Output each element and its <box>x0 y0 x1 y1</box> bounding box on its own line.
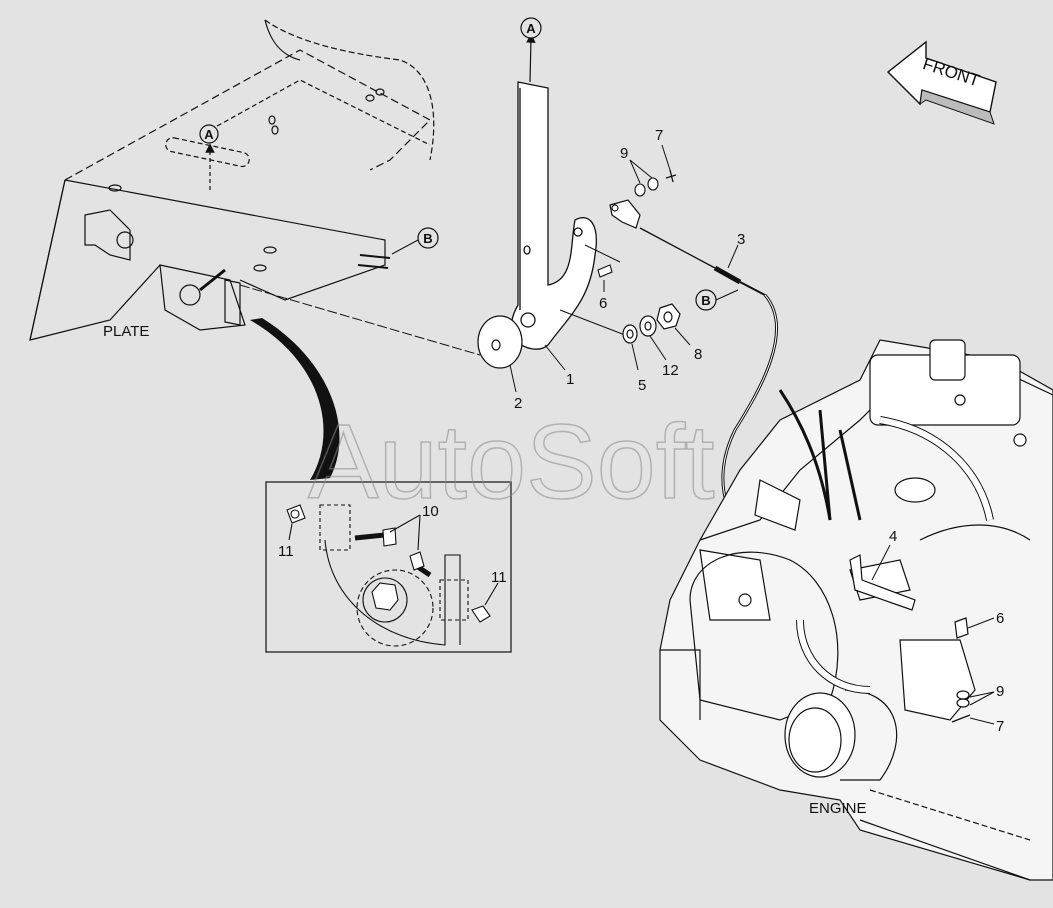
callout-10: 10 <box>422 503 439 520</box>
callout-8: 8 <box>694 346 702 363</box>
engine-linkage <box>849 554 971 723</box>
callout-12: 12 <box>662 362 679 379</box>
washers-9-top <box>634 177 659 197</box>
reference-b-cable: B <box>695 289 717 311</box>
callout-1: 1 <box>566 371 574 388</box>
clevis <box>609 199 641 229</box>
watermark: AutoSoft <box>308 403 715 521</box>
callout-11-right: 11 <box>491 569 507 586</box>
reference-b-plate: B <box>417 227 439 249</box>
pin-6 <box>597 264 613 278</box>
callout-2: 2 <box>514 395 522 412</box>
detail-contents <box>286 504 499 647</box>
engine-label: ENGINE <box>809 800 867 817</box>
callout-7-engine: 7 <box>996 718 1004 735</box>
engine <box>659 339 1053 881</box>
svg-text:B: B <box>701 293 710 308</box>
callout-6-top: 6 <box>599 295 607 312</box>
callout-3: 3 <box>737 231 745 248</box>
svg-text:A: A <box>526 21 536 36</box>
cotter-pin-7 <box>665 169 677 183</box>
washer-2 <box>477 315 523 369</box>
svg-text:B: B <box>423 231 432 246</box>
nut-8 <box>656 303 681 330</box>
svg-text:A: A <box>204 127 214 142</box>
callout-7-top: 7 <box>655 127 663 144</box>
plate-assembly <box>29 19 435 341</box>
reference-a-plate: A <box>199 124 219 144</box>
callout-11-left: 11 <box>278 543 294 560</box>
callout-5: 5 <box>638 377 646 394</box>
lever <box>510 81 597 350</box>
plate-label: PLATE <box>103 323 149 340</box>
lock-washer-12 <box>639 315 657 337</box>
callout-6-engine: 6 <box>996 610 1004 627</box>
callout-4: 4 <box>889 528 897 545</box>
callout-9-top: 9 <box>620 145 628 162</box>
callout-9-engine: 9 <box>996 683 1004 700</box>
washer-5 <box>622 324 638 344</box>
detail-pointer <box>250 318 340 480</box>
front-direction-arrow: FRONT <box>886 40 997 125</box>
detail-box <box>265 481 512 653</box>
reference-a-lever: A <box>520 17 542 39</box>
